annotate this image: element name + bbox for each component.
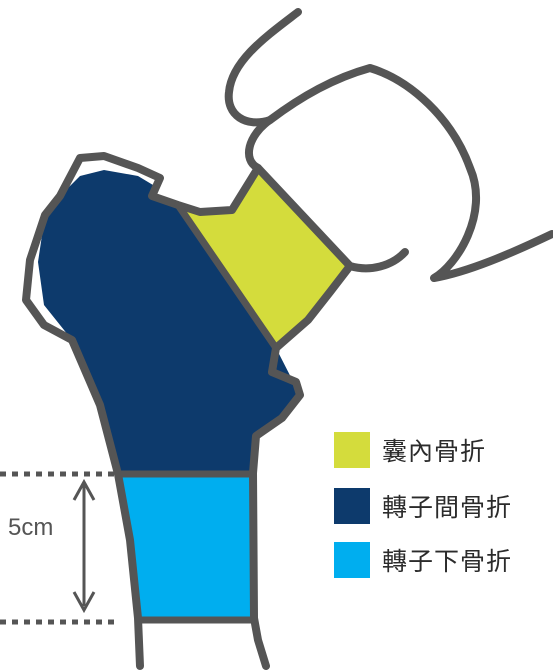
neck-trochanter-boundary (174, 201, 280, 352)
legend-item-intracapsular: 囊內骨折 (334, 432, 486, 468)
femur-shaft-outline (22, 152, 354, 670)
subtrochanteric-region (118, 473, 254, 618)
legend-swatch-intracapsular (334, 432, 370, 468)
legend-item-intertrochanteric: 轉子間骨折 (334, 488, 512, 524)
dimension-arrow-head-bottom (72, 591, 96, 614)
legend-label-intracapsular: 囊內骨折 (382, 437, 487, 466)
legend-label-subtrochanteric: 轉子下骨折 (382, 547, 513, 576)
legend-label-intertrochanteric: 轉子間骨折 (382, 493, 513, 522)
dimension-arrow-head-top (72, 478, 96, 501)
legend-swatch-subtrochanteric (334, 542, 370, 578)
legend-swatch-intertrochanteric (334, 488, 370, 524)
intertrochanteric-region (38, 170, 300, 474)
legend-item-subtrochanteric: 轉子下骨折 (334, 542, 512, 578)
dimension-label: 5cm (8, 514, 54, 541)
femur-outline (224, 8, 553, 282)
